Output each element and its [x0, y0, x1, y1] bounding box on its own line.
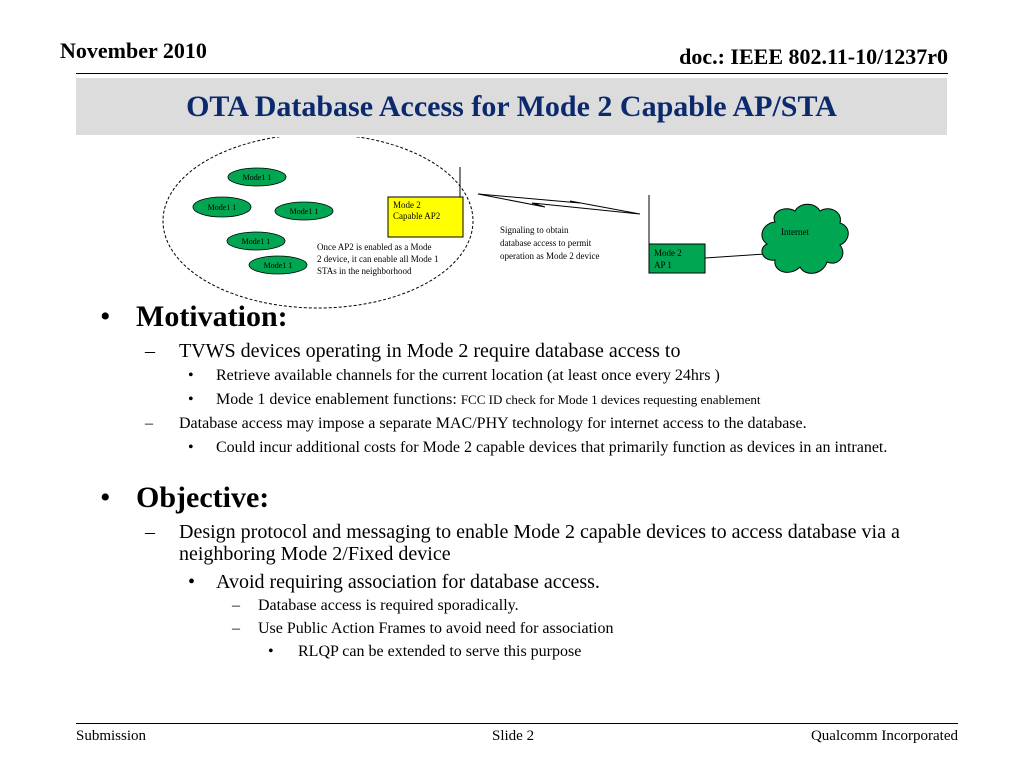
ap1-label-line2: AP 1 [654, 260, 672, 270]
motivation-item-1-sub-1: • Retrieve available channels for the cu… [188, 367, 950, 385]
motivation-item-2: – Database access may impose a separate … [145, 415, 950, 433]
mode1-node-4 [226, 231, 286, 251]
bullet-dash-icon: – [232, 620, 240, 637]
objective-item-1-sub-1-b-i: • RLQP can be extended to serve this pur… [268, 643, 950, 661]
internet-cloud [761, 203, 849, 274]
objective-item-1-sub-1-b-i-text: RLQP can be extended to serve this purpo… [298, 643, 582, 660]
bullet-dot-icon: • [100, 481, 111, 514]
slide-body: • Motivation: – TVWS devices operating i… [90, 300, 950, 661]
bullet-dash-icon: – [145, 415, 153, 432]
mode1-node-5 [248, 255, 308, 275]
objective-item-1-text: Design protocol and messaging to enable … [179, 521, 900, 565]
title-band: OTA Database Access for Mode 2 Capable A… [76, 78, 947, 135]
header-date: November 2010 [60, 38, 207, 63]
signal-text-line2: database access to permit [500, 238, 592, 248]
bullet-dash-icon: – [145, 521, 155, 543]
signal-text-line1: Signaling to obtain [500, 225, 569, 235]
mode1-node-1 [227, 167, 287, 187]
header-rule [76, 73, 948, 74]
motivation-item-1-sub-2-text-b: FCC ID check for Mode 1 devices requesti… [460, 392, 761, 407]
motivation-heading-text: Motivation: [136, 300, 288, 333]
objective-item-1: – Design protocol and messaging to enabl… [145, 521, 950, 565]
mode1-node-1-label: Mode1 1 [243, 173, 272, 182]
bullet-dot-icon: • [188, 367, 194, 384]
bullet-dot-icon: • [188, 439, 194, 456]
footer-rule [76, 723, 958, 724]
motivation-heading: • Motivation: [90, 300, 950, 334]
ap1-label-line1: Mode 2 [654, 248, 682, 258]
objective-item-1-sub-1-text: Avoid requiring association for database… [216, 571, 600, 593]
motivation-item-1-sub-1-text: Retrieve available channels for the curr… [216, 367, 720, 384]
mode1-node-3-label: Mode1 1 [290, 207, 319, 216]
signal-text-line3: operation as Mode 2 device [500, 251, 599, 261]
ap1-box [648, 243, 706, 274]
ap2-label-line1: Mode 2 [393, 200, 421, 210]
motivation-item-1: – TVWS devices operating in Mode 2 requi… [145, 340, 950, 362]
bullet-dash-icon: – [232, 597, 240, 614]
wireless-lightning-bolt [477, 193, 641, 215]
bullet-dot-icon: • [268, 643, 274, 660]
mode1-node-5-label: Mode1 1 [264, 261, 293, 270]
objective-item-1-sub-1-a-text: Database access is required sporadically… [258, 597, 519, 614]
bullet-dot-icon: • [100, 300, 111, 333]
ap1-internet-link [704, 253, 766, 259]
motivation-item-2-sub-1: • Could incur additional costs for Mode … [188, 439, 950, 457]
objective-item-1-sub-1: • Avoid requiring association for databa… [188, 571, 950, 593]
objective-heading: • Objective: [90, 481, 950, 515]
network-diagram: Mode1 1 Mode1 1 Mode1 1 Mode1 1 Mode1 1 … [160, 133, 860, 312]
bullet-dot-icon: • [188, 391, 194, 408]
footer-company: Qualcomm Incorporated [810, 728, 958, 744]
objective-item-1-sub-1-b-text: Use Public Action Frames to avoid need f… [258, 620, 614, 637]
objective-item-1-sub-1-b: – Use Public Action Frames to avoid need… [232, 620, 950, 638]
ap2-label-line2: Capable AP2 [393, 211, 440, 221]
objective-item-1-sub-1-a: – Database access is required sporadical… [232, 597, 950, 615]
bullet-dot-icon: • [188, 571, 196, 593]
motivation-item-1-text: TVWS devices operating in Mode 2 require… [179, 340, 681, 362]
ap2-note-line3: STAs in the neighborhood [317, 266, 412, 276]
motivation-item-1-sub-2-text-a: Mode 1 device enablement functions: [216, 391, 461, 408]
footer-submission: Submission [76, 728, 147, 744]
mode1-node-2-label: Mode1 1 [208, 203, 237, 212]
motivation-item-2-text: Database access may impose a separate MA… [179, 415, 807, 432]
objective-heading-text: Objective: [136, 481, 270, 514]
ap2-note-line1: Once AP2 is enabled as a Mode [317, 242, 431, 252]
ap2-box [387, 196, 464, 238]
internet-label: Internet [781, 227, 809, 237]
motivation-item-1-sub-2: • Mode 1 device enablement functions: FC… [188, 391, 950, 409]
mode1-node-4-label: Mode1 1 [242, 237, 271, 246]
network-diagram-svg: Mode1 1 Mode1 1 Mode1 1 Mode1 1 Mode1 1 … [162, 133, 849, 309]
ap2-note-line2: 2 device, it can enable all Mode 1 [317, 254, 438, 264]
footer-slide-number: Slide 2 [492, 728, 535, 744]
slide-title: OTA Database Access for Mode 2 Capable A… [186, 89, 837, 123]
motivation-item-2-sub-1-text: Could incur additional costs for Mode 2 … [216, 439, 888, 456]
header-doc-id: doc.: IEEE 802.11-10/1237r0 [679, 44, 948, 69]
mode1-node-2 [192, 196, 252, 218]
bullet-dash-icon: – [145, 340, 155, 362]
mode1-node-3 [274, 201, 334, 221]
